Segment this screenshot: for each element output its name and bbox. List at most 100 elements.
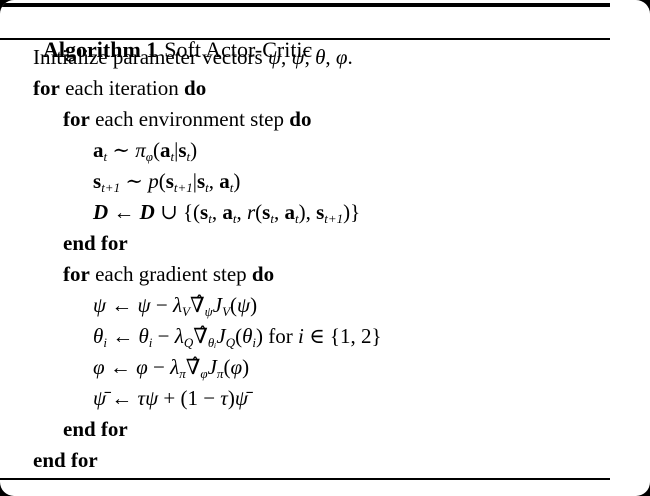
algorithm-segment: ,	[281, 45, 292, 69]
algorithm-segment: ←	[106, 386, 138, 410]
algorithm-segment: ∼	[120, 169, 149, 193]
algorithm-line: end for	[0, 228, 650, 259]
algorithm-segment: each gradient step	[89, 262, 252, 286]
algorithm-segment: end for	[63, 417, 128, 441]
algorithm-segment: ψ	[137, 293, 151, 317]
algorithm-segment: φ	[335, 45, 348, 69]
algorithm-segment: D	[93, 200, 109, 224]
algorithm-segment: s	[178, 138, 187, 162]
algorithm-segment: ψ̄	[93, 386, 107, 410]
algorithm-line: st+1 ∼ p(st+1|st, at)	[0, 166, 650, 197]
algorithm-segment: ),	[298, 200, 317, 224]
algorithm-segment: −	[150, 293, 173, 317]
algorithm-segment: ∇̂	[185, 355, 201, 379]
algorithm-segment: φ	[200, 366, 208, 381]
algorithm-segment: end for	[33, 448, 98, 472]
algorithm-line: for each environment step do	[0, 104, 650, 135]
algorithm-segment: ψ̄	[291, 45, 305, 69]
algorithm-segment: |	[192, 169, 197, 193]
algorithm-line: ψ̄ ← τψ + (1 − τ)ψ̄	[0, 383, 650, 414]
algorithm-segment: a	[93, 138, 104, 162]
algorithm-segment: (	[152, 138, 160, 162]
algorithm-segment: t	[103, 149, 108, 164]
algorithm-segment: do	[289, 107, 312, 131]
algorithm-segment: (	[158, 169, 166, 193]
algorithm-segment: |	[174, 138, 179, 162]
algorithm-segment: ,	[211, 200, 223, 224]
algorithm-segment: t+1	[324, 211, 344, 226]
algorithm-segment: do	[184, 76, 207, 100]
algorithm-segment: s	[262, 200, 271, 224]
algorithm-segment: Q	[225, 335, 236, 350]
algorithm-segment: ,	[304, 45, 316, 69]
algorithm-segment: t	[170, 149, 175, 164]
algorithm-segment: )	[250, 293, 258, 317]
algorithm-segment: (	[230, 293, 238, 317]
algorithm-line: at ∼ πφ(at|st)	[0, 135, 650, 166]
algorithm-segment: each iteration	[59, 76, 185, 100]
algorithm-body: Initialize parameter vectors ψ, ψ̄, θ, φ…	[0, 42, 650, 476]
algorithm-segment: )	[233, 169, 241, 193]
algorithm-segment: θ	[93, 324, 104, 348]
algorithm-segment: θ	[315, 45, 326, 69]
algorithm-segment: (	[235, 324, 243, 348]
algorithm-segment: D	[139, 200, 155, 224]
algorithm-segment: each environment step	[89, 107, 290, 131]
algorithm-segment: ) for	[256, 324, 299, 348]
algorithm-segment: i	[148, 335, 153, 350]
algorithm-segment: V	[222, 304, 231, 319]
algorithm-segment: θᵢ	[207, 335, 217, 350]
algorithm-segment: do	[251, 262, 275, 286]
algorithm-segment: i	[252, 335, 257, 350]
algorithm-segment: t+1	[173, 180, 193, 195]
algorithm-segment: Q	[183, 335, 194, 350]
algorithm-segment: )	[242, 355, 250, 379]
algorithm-segment: τψ	[137, 386, 159, 410]
algorithm-line: φ ← φ − λπ∇̂φJπ(φ)	[0, 352, 650, 383]
algorithm-segment: ,	[273, 200, 285, 224]
algorithm-segment: for	[33, 76, 60, 100]
algorithm-segment: p	[148, 169, 159, 193]
algorithm-segment: ∇̂	[190, 293, 205, 317]
algorithm-segment: i	[103, 335, 107, 350]
algorithm-segment: (	[255, 200, 263, 224]
algorithm-segment: s	[200, 200, 209, 224]
algorithm-segment: ψ	[237, 293, 251, 317]
algorithm-line: D ← D ∪ {(st, at, r(st, at), st+1)}	[0, 197, 650, 228]
algorithm-segment: )	[190, 138, 198, 162]
algorithm-segment: φ	[136, 355, 148, 379]
algorithm-line: Initialize parameter vectors ψ, ψ̄, θ, φ…	[0, 42, 650, 73]
algorithm-name: Soft Actor-Critic	[164, 37, 313, 62]
algorithm-segment: ,	[208, 169, 220, 193]
algorithm-segment: ∈ {1, 2}	[303, 324, 382, 348]
algorithm-segment: t	[208, 211, 212, 226]
algorithm-segment: ∇̂	[193, 324, 208, 348]
algorithm-segment: for	[63, 262, 90, 286]
algorithm-segment: θ	[138, 324, 149, 348]
algorithm-segment: π	[135, 138, 146, 162]
algorithm-segment: ψ	[204, 304, 213, 319]
algorithm-segment: τ	[220, 386, 228, 410]
algorithm-segment: ←	[108, 200, 140, 224]
algorithm-segment: )	[227, 386, 235, 410]
top-rule	[0, 3, 610, 7]
algorithm-segment: for	[63, 107, 90, 131]
algorithm-segment: t	[205, 180, 209, 195]
algorithm-segment: (	[223, 355, 231, 379]
algorithm-segment: t	[229, 180, 234, 195]
algorithm-line: θi ← θi − λQ∇̂θᵢJQ(θi) for i ∈ {1, 2}	[0, 321, 650, 352]
algorithm-line: end for	[0, 445, 650, 476]
algorithm-segment: s	[316, 200, 325, 224]
algorithm-segment: t	[294, 211, 299, 226]
algorithm-segment: J	[207, 355, 217, 379]
algorithm-segment: )}	[343, 200, 361, 224]
algorithm-segment: i	[298, 324, 304, 348]
algorithm-segment: ←	[106, 293, 138, 317]
algorithm-segment: φ	[93, 355, 105, 379]
algorithm-segment: φ	[145, 149, 153, 164]
algorithm-segment: ←	[104, 355, 137, 379]
algorithm-label: Algorithm 1	[43, 37, 158, 62]
